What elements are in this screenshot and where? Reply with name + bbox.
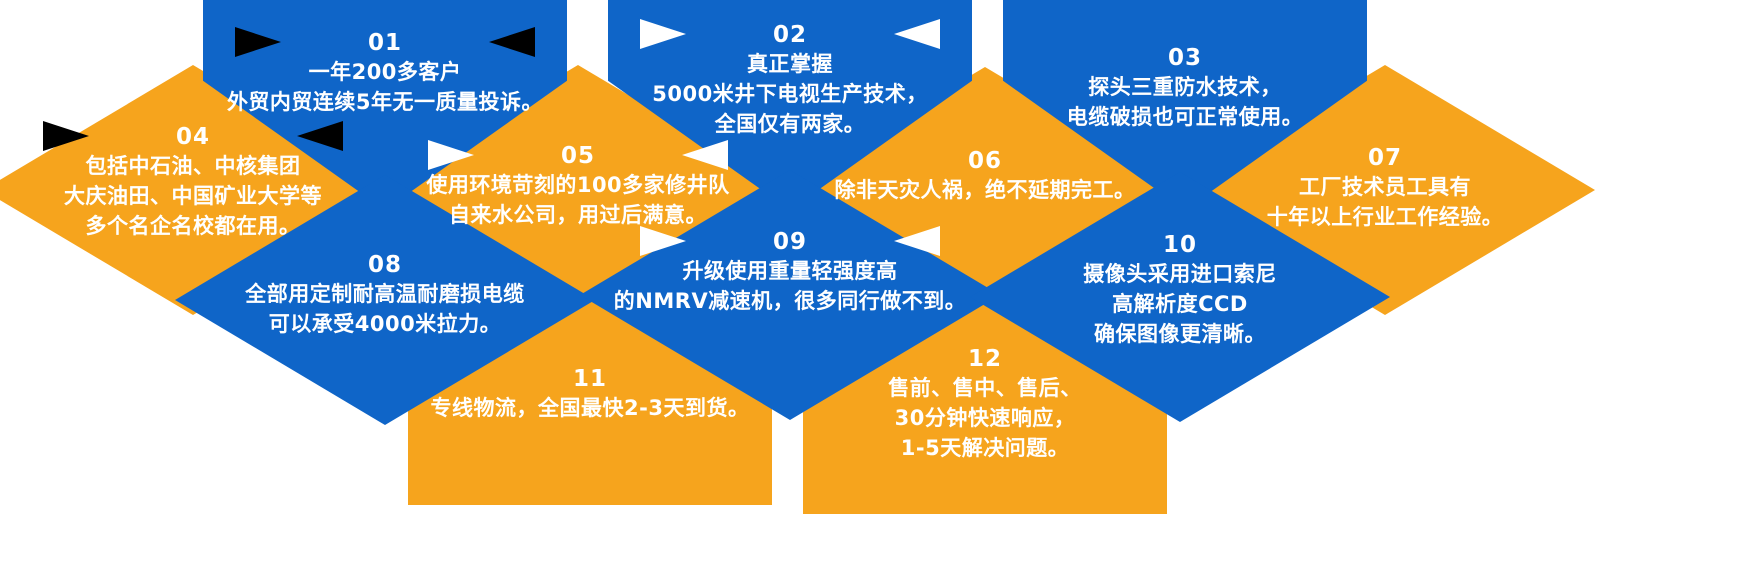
advantage-01-text-line: 外贸内贸连续5年无一质量投诉。 <box>226 90 544 114</box>
advantage-03-text-line: 电缆破损也可正常使用。 <box>1066 105 1304 129</box>
advantage-02-content: 02 真正掌握 5000米井下电视生产技术， 全国仅有两家。 <box>608 0 972 160</box>
advantage-02-number: 02 <box>772 22 807 48</box>
advantage-12-content: 12 售前、售中、售后、 30分钟快速响应， 1-5天解决问题。 <box>803 324 1167 484</box>
advantage-06-text-line: 除非天灾人祸，绝不延期完工。 <box>834 178 1136 202</box>
advantage-11-text-line: 专线物流，全国最快2-3天到货。 <box>430 396 750 420</box>
advantage-10-number: 10 <box>1162 232 1197 258</box>
advantage-03-content: 03 探头三重防水技术， 电缆破损也可正常使用。 <box>1003 8 1367 168</box>
advantage-07-text-line: 工厂技术员工具有 <box>1299 175 1471 199</box>
advantage-08-content: 08 全部用定制耐高温耐磨损电缆可以承受4000米拉力。 <box>175 215 595 375</box>
advantage-12-text-line: 售前、售中、售后、 <box>888 376 1082 400</box>
advantage-08-text-line: 全部用定制耐高温耐磨损电缆 <box>245 282 525 306</box>
advantage-12-number: 12 <box>967 346 1002 372</box>
advantage-05-content: 05 使用环境苛刻的100多家修井队自来水公司，用过后满意。 <box>368 106 788 266</box>
advantage-02-text-line: 真正掌握 <box>747 52 833 76</box>
advantage-09-content: 09 升级使用重量轻强度高的NMRV减速机，很多同行做不到。 <box>580 192 1000 352</box>
advantage-12-text-line: 30分钟快速响应， <box>894 406 1076 430</box>
advantage-01-content: 01 一年200多客户外贸内贸连续5年无一质量投诉。 <box>203 0 567 153</box>
advantage-04-number: 04 <box>175 124 210 150</box>
advantage-10-text-line: 摄像头采用进口索尼 <box>1083 262 1277 286</box>
advantage-07-text-line: 十年以上行业工作经验。 <box>1266 205 1504 229</box>
advantage-06-number: 06 <box>967 148 1002 174</box>
advantage-10-text-line: 高解析度CCD <box>1112 292 1248 316</box>
advantage-07-content: 07 工厂技术员工具有十年以上行业工作经验。 <box>1175 108 1595 268</box>
advantage-01-number: 01 <box>367 30 402 56</box>
advantage-09-number: 09 <box>772 229 807 255</box>
advantage-08-number: 08 <box>367 252 402 278</box>
advantage-12-text-line: 1-5天解决问题。 <box>900 436 1070 460</box>
advantage-05-text-line: 自来水公司，用过后满意。 <box>449 203 707 227</box>
advantage-11-content: 11 专线物流，全国最快2-3天到货。 <box>408 314 772 474</box>
advantage-10-content: 10 摄像头采用进口索尼高解析度CCD 确保图像更清晰。 <box>970 210 1390 370</box>
advantage-09-text-line: 的NMRV减速机，很多同行做不到。 <box>613 289 967 313</box>
advantage-08-text-line: 可以承受4000米拉力。 <box>268 312 502 336</box>
advantage-07-number: 07 <box>1367 145 1402 171</box>
advantage-04-text-line: 多个名企名校都在用。 <box>85 214 301 238</box>
advantage-02-text-line: 5000米井下电视生产技术， <box>652 82 928 106</box>
advantage-01-text-line: 一年200多客户 <box>308 60 462 84</box>
advantage-03-number: 03 <box>1167 45 1202 71</box>
advantage-05-text-line: 使用环境苛刻的100多家修井队 <box>426 173 730 197</box>
advantage-04-text-line: 大庆油田、中国矿业大学等 <box>64 184 322 208</box>
advantage-03-text-line: 探头三重防水技术， <box>1088 75 1282 99</box>
advantage-04-text-line: 包括中石油、中核集团 <box>85 154 301 178</box>
advantage-11-number: 11 <box>572 366 607 392</box>
advantage-06-content: 06 除非天灾人祸，绝不延期完工。 <box>775 96 1195 256</box>
advantage-10-text-line: 确保图像更清晰。 <box>1094 322 1266 346</box>
advantage-02-text-line: 全国仅有两家。 <box>714 112 866 136</box>
advantage-05-number: 05 <box>560 143 595 169</box>
advantage-09-text-line: 升级使用重量轻强度高 <box>682 259 898 283</box>
advantage-04-content: 04 包括中石油、中核集团大庆油田、中国矿业大学等多个名企名校都在用。 <box>0 102 403 262</box>
